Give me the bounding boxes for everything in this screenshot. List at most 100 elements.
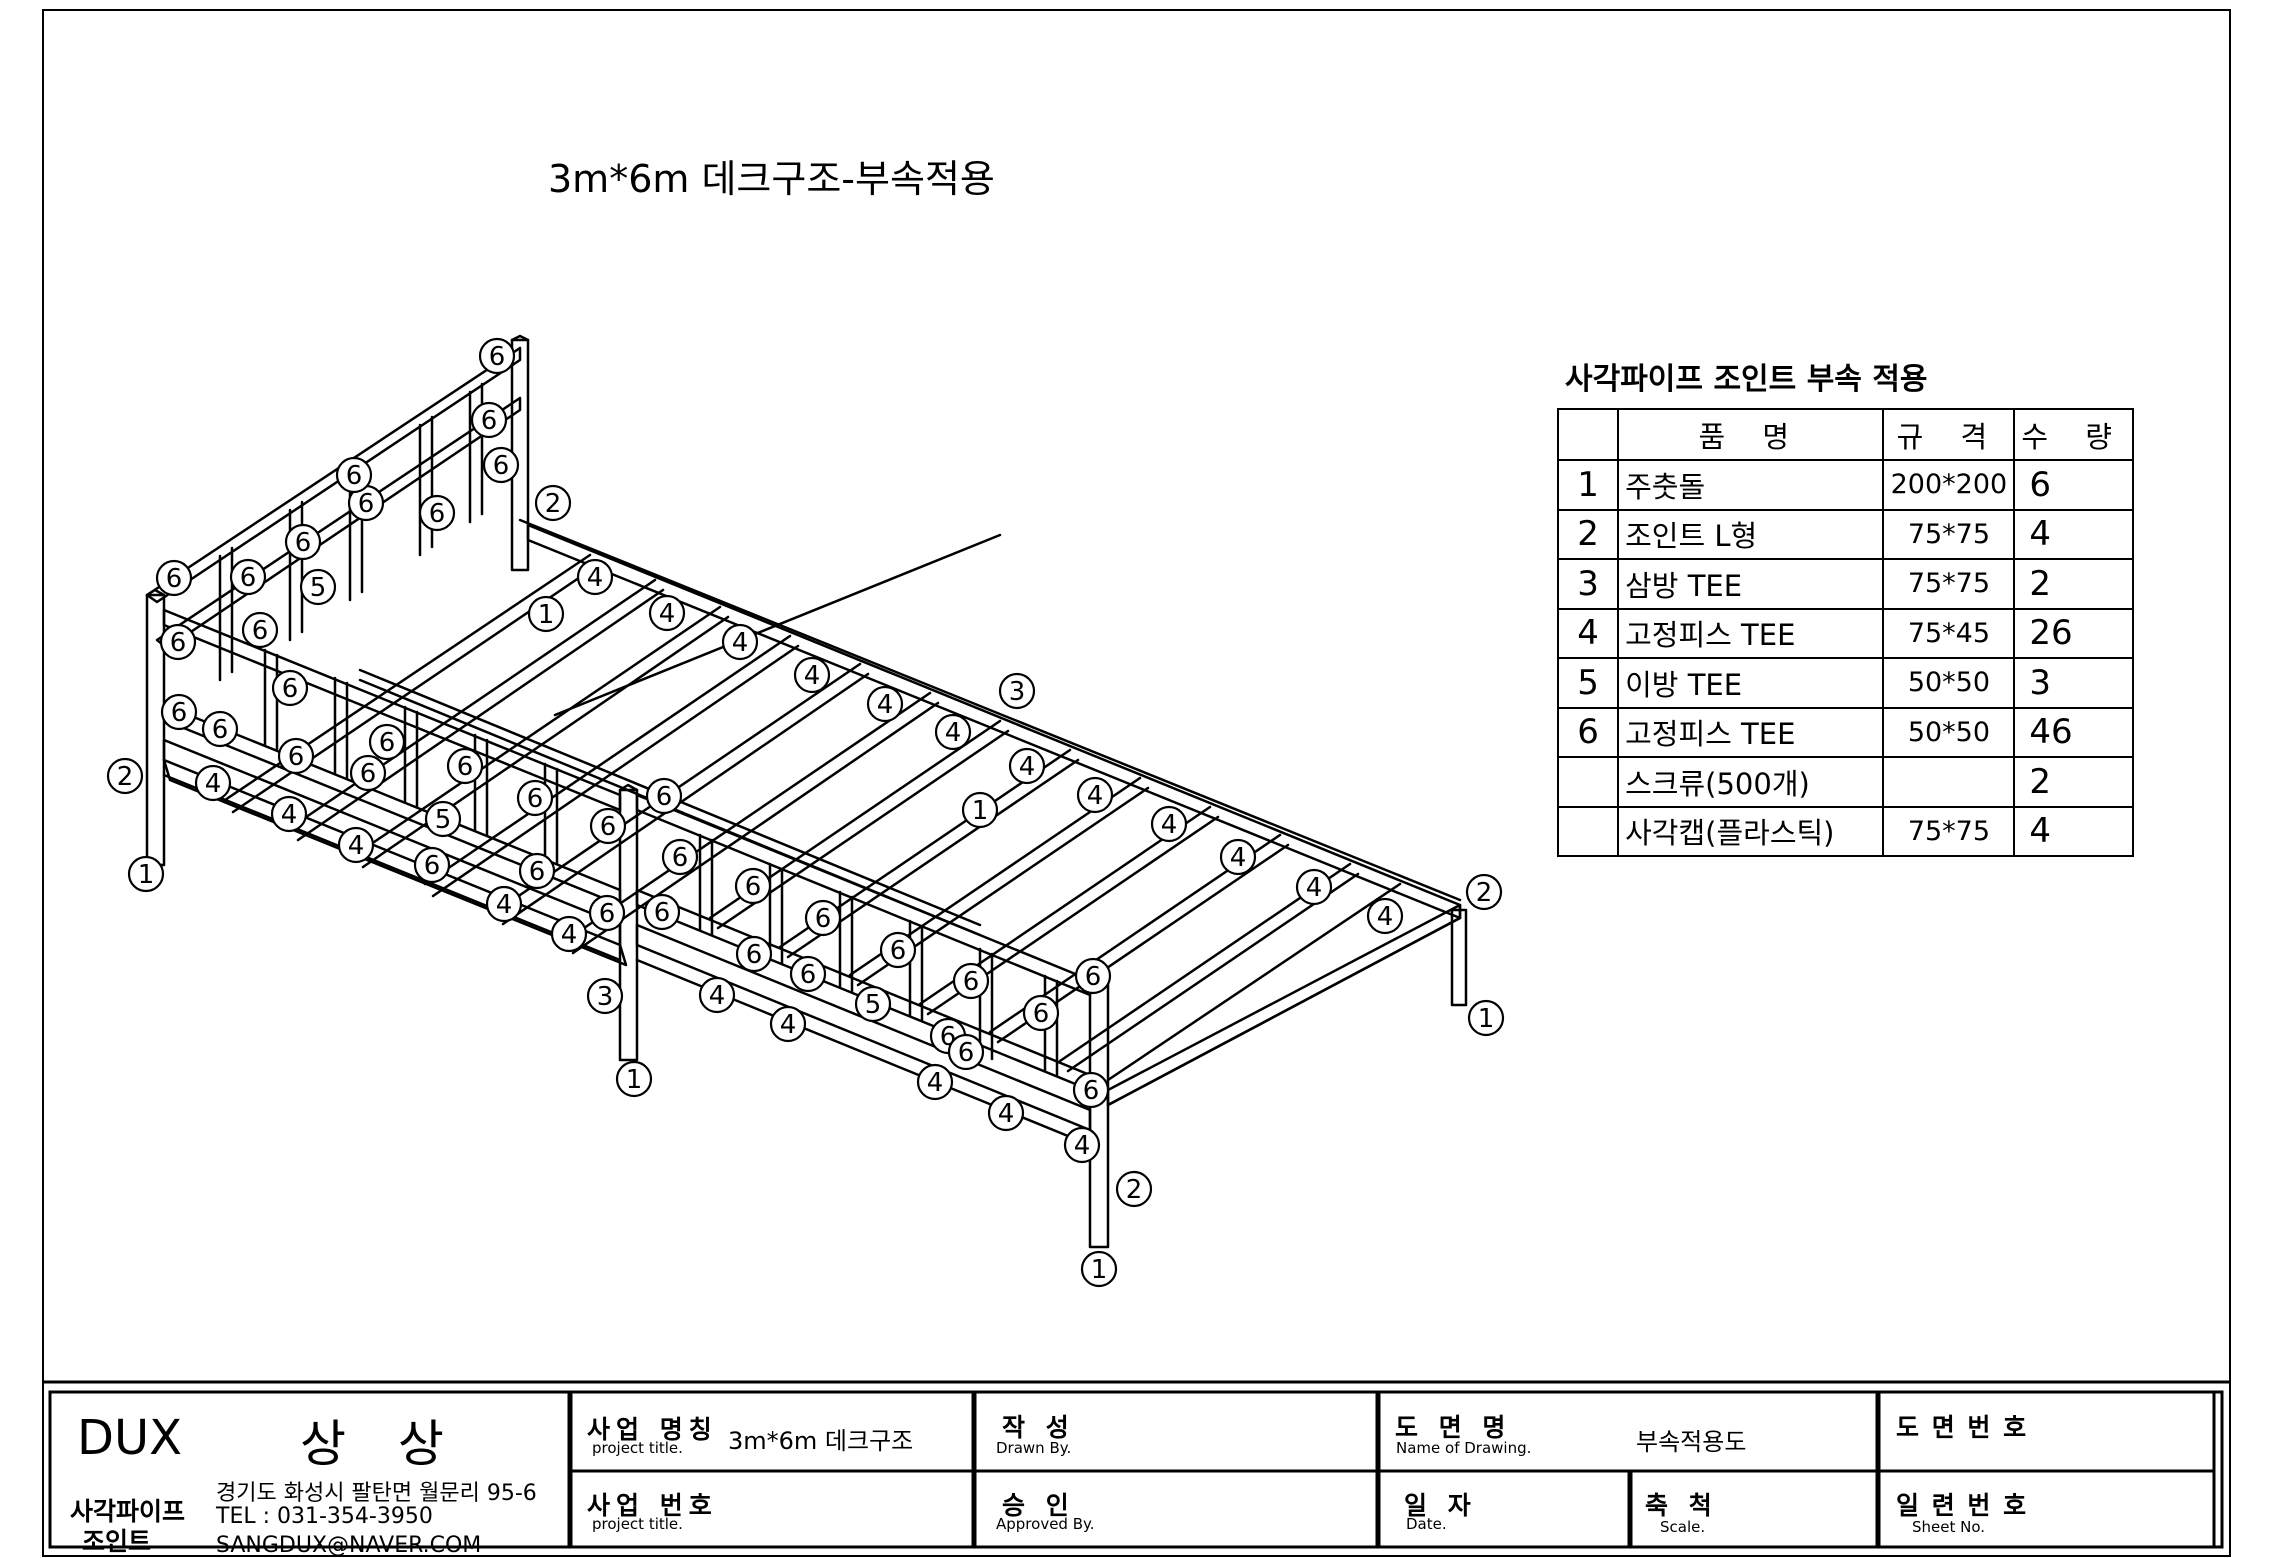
date-en: Date. xyxy=(1406,1515,1447,1533)
part-balloon-2: 2 xyxy=(106,757,144,795)
svg-text:6: 6 xyxy=(493,451,510,481)
part-balloon-2: 2 xyxy=(1465,873,1503,911)
part-balloon-6: 6 xyxy=(789,955,827,993)
part-qty: 3 xyxy=(2013,657,2134,709)
part-spec: 50*50 xyxy=(1882,706,2016,758)
part-spec xyxy=(1882,756,2016,808)
project-no-label: 사업 번호 xyxy=(587,1491,718,1520)
svg-text:4: 4 xyxy=(205,769,222,799)
svg-text:2: 2 xyxy=(1126,1175,1143,1205)
header-spec: 규 격 xyxy=(1882,408,2016,461)
drawing-title: 3m*6m 데크구조-부속적용 xyxy=(548,157,995,201)
svg-text:4: 4 xyxy=(348,831,365,861)
svg-text:6: 6 xyxy=(379,728,396,758)
sheet-no-en: Sheet No. xyxy=(1912,1518,1986,1536)
part-name: 고정피스 TEE xyxy=(1617,706,1885,758)
project-no-en: project title. xyxy=(592,1515,683,1533)
front-right-railing xyxy=(635,793,1092,1147)
svg-text:6: 6 xyxy=(346,461,363,491)
part-balloon-4: 4 xyxy=(1063,1126,1101,1164)
svg-text:5: 5 xyxy=(865,990,882,1020)
part-balloon-6: 6 xyxy=(482,446,520,484)
part-balloon-6: 6 xyxy=(159,623,197,661)
part-balloon-6: 6 xyxy=(879,931,917,969)
part-balloon-4: 4 xyxy=(194,764,232,802)
part-balloon-4: 4 xyxy=(769,1005,807,1043)
svg-text:4: 4 xyxy=(780,1010,797,1040)
svg-text:6: 6 xyxy=(1033,999,1050,1029)
svg-text:6: 6 xyxy=(746,940,763,970)
part-balloon-4: 4 xyxy=(1219,838,1257,876)
part-name: 사각캡(플라스틱) xyxy=(1617,805,1885,857)
date-label: 일 자 xyxy=(1404,1491,1477,1520)
part-balloon-1: 1 xyxy=(1467,999,1505,1037)
part-spec: 75*75 xyxy=(1882,558,2016,610)
left-end-railing xyxy=(145,334,530,682)
part-name: 고정피스 TEE xyxy=(1617,607,1885,659)
part-balloon-1: 1 xyxy=(961,791,999,829)
svg-text:4: 4 xyxy=(927,1068,944,1098)
part-balloon-4: 4 xyxy=(934,713,972,751)
part-balloon-4: 4 xyxy=(916,1063,954,1101)
part-balloon-6: 6 xyxy=(335,456,373,494)
part-balloon-4: 4 xyxy=(866,685,904,723)
svg-text:6: 6 xyxy=(457,752,474,782)
part-balloon-4: 4 xyxy=(576,558,614,596)
part-balloon-6: 6 xyxy=(160,693,198,731)
svg-text:4: 4 xyxy=(281,800,298,830)
svg-text:6: 6 xyxy=(358,489,375,519)
company-tel: TEL : 031-354-3950 xyxy=(216,1504,433,1529)
part-balloon-6: 6 xyxy=(589,807,627,845)
part-name: 삼방 TEE xyxy=(1617,558,1885,610)
svg-text:1: 1 xyxy=(972,796,989,826)
back-beam xyxy=(518,518,1462,920)
part-qty: 46 xyxy=(2013,706,2134,758)
part-spec: 75*45 xyxy=(1882,607,2016,659)
part-no: 2 xyxy=(1556,508,1620,560)
svg-text:4: 4 xyxy=(1087,781,1104,811)
part-balloon-6: 6 xyxy=(804,899,842,937)
part-spec: 75*75 xyxy=(1882,508,2016,560)
part-balloon-3: 3 xyxy=(586,977,624,1015)
part-balloon-6: 6 xyxy=(349,754,387,792)
part-balloon-6: 6 xyxy=(368,723,406,761)
svg-text:6: 6 xyxy=(288,742,305,772)
svg-text:6: 6 xyxy=(489,342,506,372)
header-qty: 수 량 xyxy=(2013,408,2134,461)
svg-text:4: 4 xyxy=(1230,843,1247,873)
svg-text:4: 4 xyxy=(877,690,894,720)
part-balloon-6: 6 xyxy=(1022,994,1060,1032)
svg-text:1: 1 xyxy=(138,860,155,890)
part-balloon-6: 6 xyxy=(229,558,267,596)
part-balloon-4: 4 xyxy=(987,1094,1025,1132)
part-qty: 26 xyxy=(2013,607,2134,659)
svg-text:6: 6 xyxy=(295,528,312,558)
svg-text:6: 6 xyxy=(282,674,299,704)
svg-text:6: 6 xyxy=(963,967,980,997)
svg-text:4: 4 xyxy=(587,563,604,593)
part-balloon-6: 6 xyxy=(418,494,456,532)
part-balloon-6: 6 xyxy=(284,523,322,561)
part-name: 조인트 L형 xyxy=(1617,508,1885,560)
part-balloons: 1111112222334444444444444444444444555666… xyxy=(106,337,1505,1288)
part-balloon-6: 6 xyxy=(643,893,681,931)
svg-text:4: 4 xyxy=(1161,810,1178,840)
svg-text:6: 6 xyxy=(656,782,673,812)
svg-text:6: 6 xyxy=(599,899,616,929)
svg-text:1: 1 xyxy=(538,600,555,630)
svg-text:6: 6 xyxy=(800,960,817,990)
part-balloon-4: 4 xyxy=(485,885,523,923)
part-name: 주춧돌 xyxy=(1617,459,1885,511)
part-balloon-5: 5 xyxy=(299,568,337,606)
approved-by-label: 승 인 xyxy=(1002,1491,1075,1520)
part-spec: 50*50 xyxy=(1882,657,2016,709)
part-balloon-2: 2 xyxy=(1115,1170,1153,1208)
svg-text:4: 4 xyxy=(1019,752,1036,782)
project-name-label: 사업 명칭 xyxy=(587,1415,718,1444)
svg-text:3: 3 xyxy=(597,982,614,1012)
svg-text:1: 1 xyxy=(1091,1255,1108,1285)
